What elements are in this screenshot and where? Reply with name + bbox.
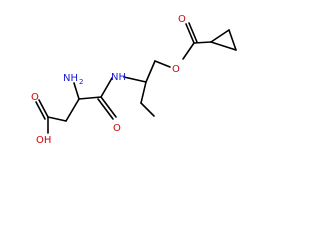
molecule-svg: O O NH O NH 2 O OH xyxy=(31,14,237,146)
bond-alpha-nh2 xyxy=(73,82,80,100)
bond-ch-nh xyxy=(123,76,147,83)
atom-o-amide: O xyxy=(113,123,121,134)
atom-nh2-subscript: 2 xyxy=(79,78,83,86)
bond-ch-ethyl xyxy=(140,81,147,104)
bond-acid-co-b xyxy=(35,101,46,120)
bond-ethyl-ch3 xyxy=(140,102,155,117)
bond-amide-co-b xyxy=(97,98,114,120)
bond-carbonyl-ring xyxy=(193,41,212,44)
structure-diagram: O O NH O NH 2 O OH xyxy=(31,14,237,146)
bond-o-ch2 xyxy=(154,60,171,68)
bond-nh-amide xyxy=(100,77,113,98)
bond-alpha-ch2 xyxy=(65,98,80,122)
bond-ch2-ch xyxy=(145,60,156,83)
atom-o-acid: O xyxy=(31,92,39,103)
bond-amide-co-a xyxy=(100,96,117,118)
bond-acid-co-a xyxy=(38,99,49,118)
bond-ch2-acid xyxy=(47,116,67,122)
bond-cp-3 xyxy=(210,41,237,51)
atom-o-ester: O xyxy=(172,64,180,75)
atom-oh-acid: OH xyxy=(36,135,51,146)
atom-nh: NH xyxy=(111,72,126,83)
bond-ester-c-o xyxy=(182,42,195,60)
atom-o-carbonyl-ester: O xyxy=(178,14,186,25)
bond-amide-alpha xyxy=(78,96,102,100)
bond-ester-co-double-a xyxy=(185,23,195,44)
atom-nh2: NH xyxy=(63,73,78,84)
bond-cp-1 xyxy=(210,29,230,43)
bond-ester-co-double-b xyxy=(188,22,198,43)
bond-cp-2 xyxy=(228,29,237,51)
